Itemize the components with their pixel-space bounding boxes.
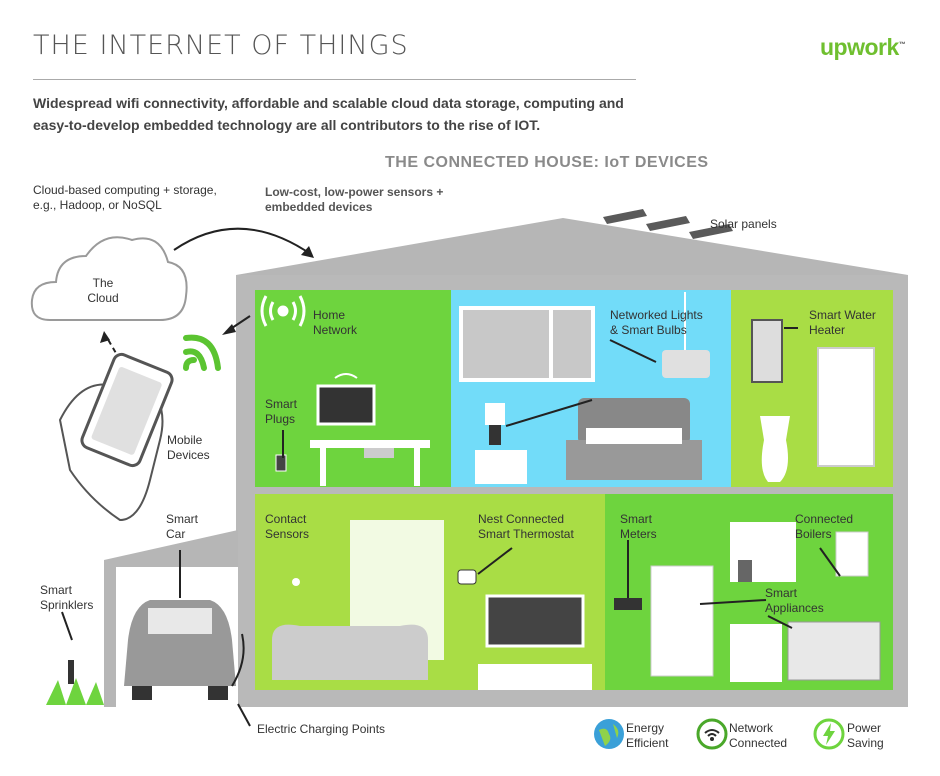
label-lines	[61, 327, 841, 727]
label-smart-car: Smart Car	[166, 512, 199, 541]
page-title: THE INTERNET OF THINGS	[33, 30, 409, 61]
home-network-icon	[260, 295, 306, 327]
solar-panels	[603, 209, 733, 239]
logo-text: upwork	[820, 34, 899, 60]
globe-icon	[593, 718, 627, 752]
kitchen-appliances	[614, 522, 881, 682]
title-divider	[33, 79, 636, 80]
label-cloud: The Cloud	[87, 276, 119, 305]
desk	[275, 373, 430, 486]
legend-label-network: Network Connected	[729, 721, 788, 750]
label-solar: Solar panels	[710, 217, 777, 231]
bathroom-fixtures	[751, 319, 875, 482]
label-contact: Contact Sensors	[265, 512, 310, 541]
label-appliances: Smart Appliances	[765, 586, 824, 615]
label-lights: Networked Lights & Smart Bulbs	[610, 308, 703, 337]
label-meters: Smart Meters	[620, 512, 657, 541]
bedroom-furniture	[459, 292, 710, 484]
legend-label-energy: Energy Efficient	[626, 721, 669, 750]
smart-sprinklers	[46, 660, 104, 705]
label-thermostat: Nest Connected Smart Thermostat	[478, 512, 574, 541]
bolt-icon	[813, 718, 847, 752]
label-cloud-computing: Cloud-based computing + storage, e.g., H…	[33, 183, 217, 212]
label-charging: Electric Charging Points	[257, 722, 386, 736]
label-water-heater: Smart Water Heater	[809, 308, 876, 337]
house-roof	[236, 218, 908, 275]
mobile-device	[58, 352, 174, 522]
wifi-symbol	[183, 334, 221, 371]
label-sensors: Low-cost, low-power sensors + embedded d…	[265, 185, 444, 214]
logo-tm: ™	[898, 41, 906, 49]
intro-text: Widespread wifi connectivity, affordable…	[33, 95, 624, 133]
legend-label-power: Power Saving	[847, 721, 884, 750]
arrow-sensors	[173, 227, 313, 256]
living-room-furniture	[272, 520, 592, 690]
label-home-network: Home Network	[313, 308, 358, 337]
smart-car	[124, 600, 236, 700]
upwork-logo: upwork™	[820, 34, 906, 61]
cloud-shape	[30, 236, 188, 321]
label-smart-plugs: Smart Plugs	[265, 397, 298, 426]
legend: Energy Efficient Network Connected Power…	[593, 718, 913, 752]
label-sprinklers: Smart Sprinklers	[40, 583, 94, 612]
label-boilers: Connected Boilers	[795, 512, 854, 541]
wifi-icon	[696, 718, 730, 752]
label-mobile: Mobile Devices	[167, 433, 210, 462]
section-subhead: THE CONNECTED HOUSE: IoT DEVICES	[385, 154, 709, 171]
